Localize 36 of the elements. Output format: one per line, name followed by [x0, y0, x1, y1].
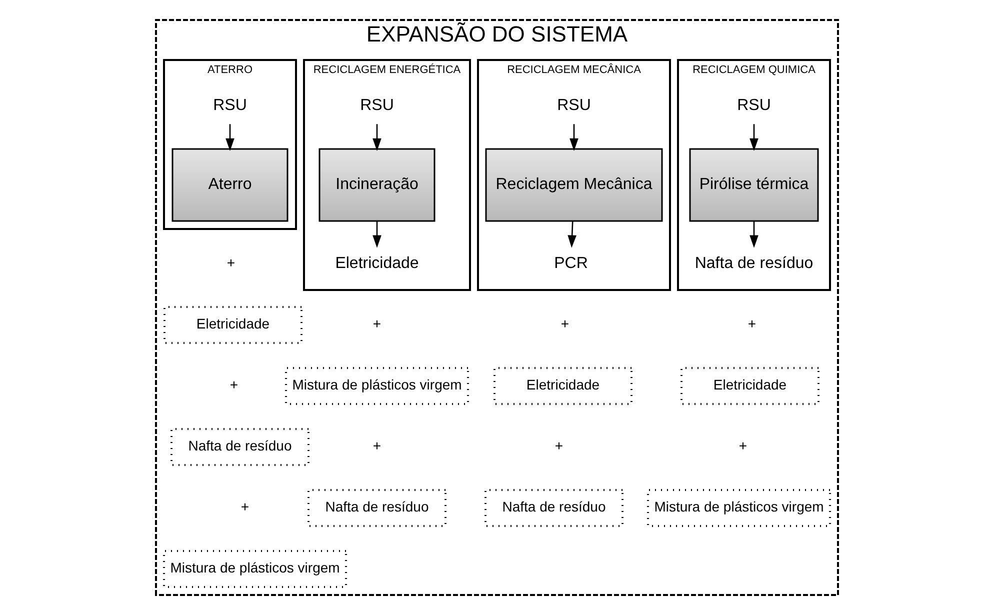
node-box: Eletricidade — [164, 306, 302, 344]
label: + — [372, 316, 382, 332]
label: + — [554, 438, 564, 454]
label: + — [230, 376, 238, 393]
label: + — [560, 316, 570, 332]
label: + — [748, 316, 756, 332]
node-box: Pirólise térmica — [689, 148, 819, 222]
label: + — [372, 438, 382, 454]
node-box: Eletricidade — [680, 367, 820, 405]
arrow — [570, 124, 578, 151]
node-box: Reciclagem Mecânica — [485, 148, 663, 222]
node-box: Mistura de plásticos virgem — [647, 489, 831, 527]
node-text: RSU — [557, 96, 591, 114]
arrow — [226, 124, 234, 151]
arrow — [372, 221, 382, 248]
node-box: Aterro — [172, 148, 288, 222]
node-text: Nafta de resíduo — [694, 254, 814, 272]
arrow — [372, 124, 382, 151]
label: + — [226, 254, 236, 271]
node-text: RSU — [360, 96, 394, 114]
node-box: Nafta de resíduo — [484, 489, 624, 527]
node-box: Incineração — [318, 148, 436, 222]
node-box: Mistura de plásticos virgem — [285, 367, 469, 405]
node-box: Nafta de resíduo — [170, 428, 310, 466]
node-text: RSU — [737, 96, 771, 114]
label: + — [738, 438, 748, 454]
node-box: Eletricidade — [494, 367, 632, 405]
node-text: RSU — [213, 96, 247, 114]
arrow — [750, 221, 758, 248]
arrow — [568, 221, 576, 248]
node-box: Mistura de plásticos virgem — [163, 550, 347, 588]
node-text: Eletricidade — [335, 254, 419, 272]
label: + — [240, 498, 250, 515]
node-box: Nafta de resíduo — [308, 489, 446, 527]
arrow — [750, 124, 758, 151]
node-text: PCR — [554, 254, 588, 272]
